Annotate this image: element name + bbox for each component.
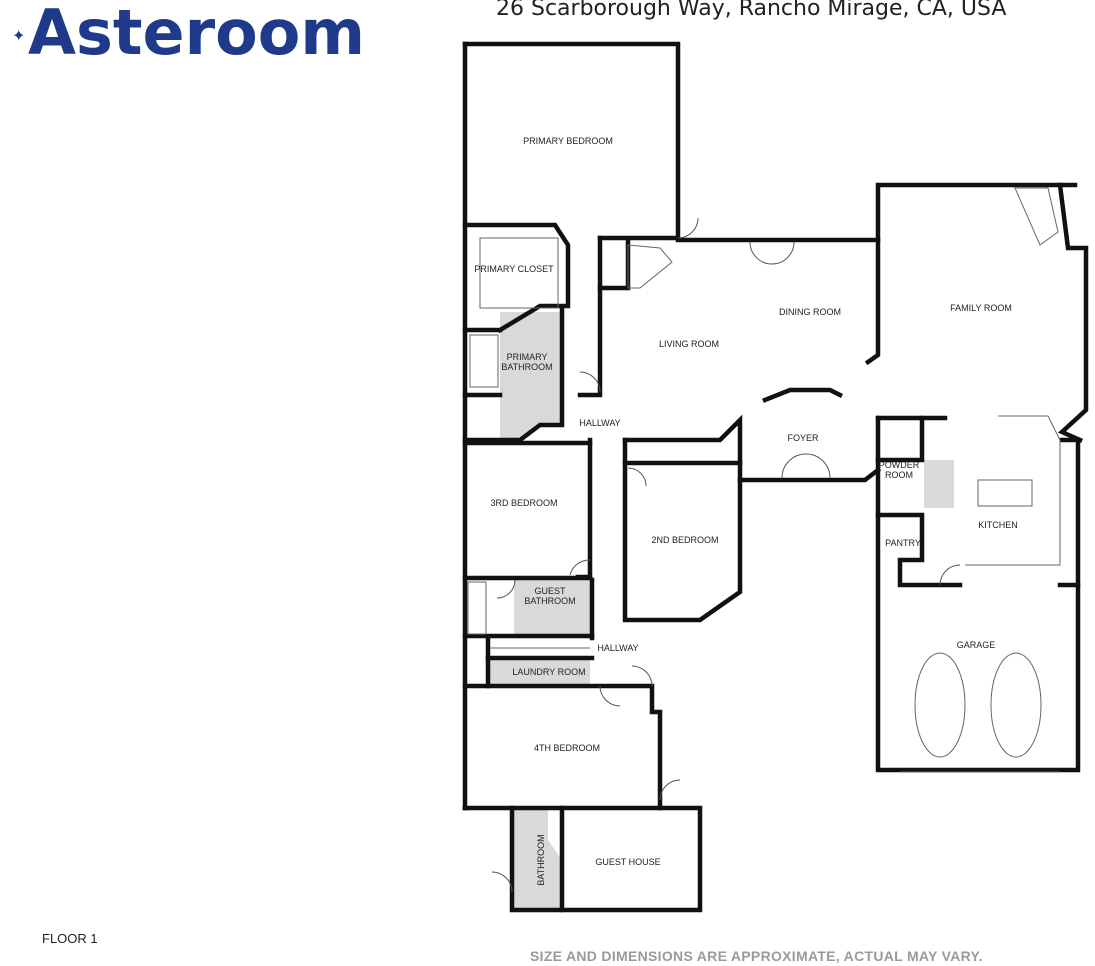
laundry-room-floor [488,660,590,684]
primary-tub [469,334,499,388]
hallway-upper-label: HALLWAY [579,418,620,428]
guest-bathroom-label-2: BATHROOM [524,596,575,606]
primary-bathroom-label-2: BATHROOM [501,362,552,372]
kitchen-island [977,479,1033,507]
laundry-room-label: LAUNDRY ROOM [512,667,585,677]
car-right [990,652,1042,758]
family-fireplace [1014,187,1059,246]
third-bedroom-label: 3RD BEDROOM [490,498,557,508]
powder-room-label-2: ROOM [885,470,913,480]
logo-text: Asteroom [28,0,365,69]
primary-bathroom-floor [500,312,562,440]
hallway-lower-label: HALLWAY [597,643,638,653]
primary-closet-label: PRIMARY CLOSET [474,264,554,274]
foyer-label: FOYER [787,433,819,443]
walls [462,41,1089,913]
kitchen-counter [924,460,954,508]
kitchen-counter-line [965,415,1061,566]
asteroom-logo: ✦ Asteroom [6,0,365,74]
living-room-label: LIVING ROOM [659,339,719,349]
pantry-label: PANTRY [885,538,921,548]
primary-bathroom-label: PRIMARY [507,352,548,362]
guest-house-label: GUEST HOUSE [595,857,660,867]
family-room-label: FAMILY ROOM [950,303,1012,313]
disclaimer: SIZE AND DIMENSIONS ARE APPROXIMATE, ACT… [530,948,983,964]
guest-bathroom-label: GUEST [534,586,566,596]
powder-room-label: POWDER [879,460,920,470]
fixtures [467,187,1061,773]
floor-label: FLOOR 1 [42,931,98,946]
star-icon: ✦ [12,28,26,45]
guest-bathroom-floor [514,580,592,636]
kitchen-label: KITCHEN [978,520,1018,530]
car-left [914,652,966,758]
guest-tub [467,581,487,635]
garage-label: GARAGE [957,640,996,650]
bathroom-floor [512,808,562,910]
property-address: 26 Scarborough Way, Rancho Mirage, CA, U… [496,0,1007,21]
bathroom-label: BATHROOM [536,834,546,885]
second-bedroom-label: 2ND BEDROOM [651,535,718,545]
room-labels: PRIMARY BEDROOM PRIMARY CLOSET PRIMARY B… [474,136,1017,886]
dining-room-label: DINING ROOM [779,307,841,317]
closet-shelf [479,237,559,309]
fourth-bedroom-label: 4TH BEDROOM [534,743,600,753]
living-fireplace [627,244,673,289]
primary-bedroom-label: PRIMARY BEDROOM [523,136,613,146]
wet-areas [488,312,954,910]
doors [491,217,961,893]
